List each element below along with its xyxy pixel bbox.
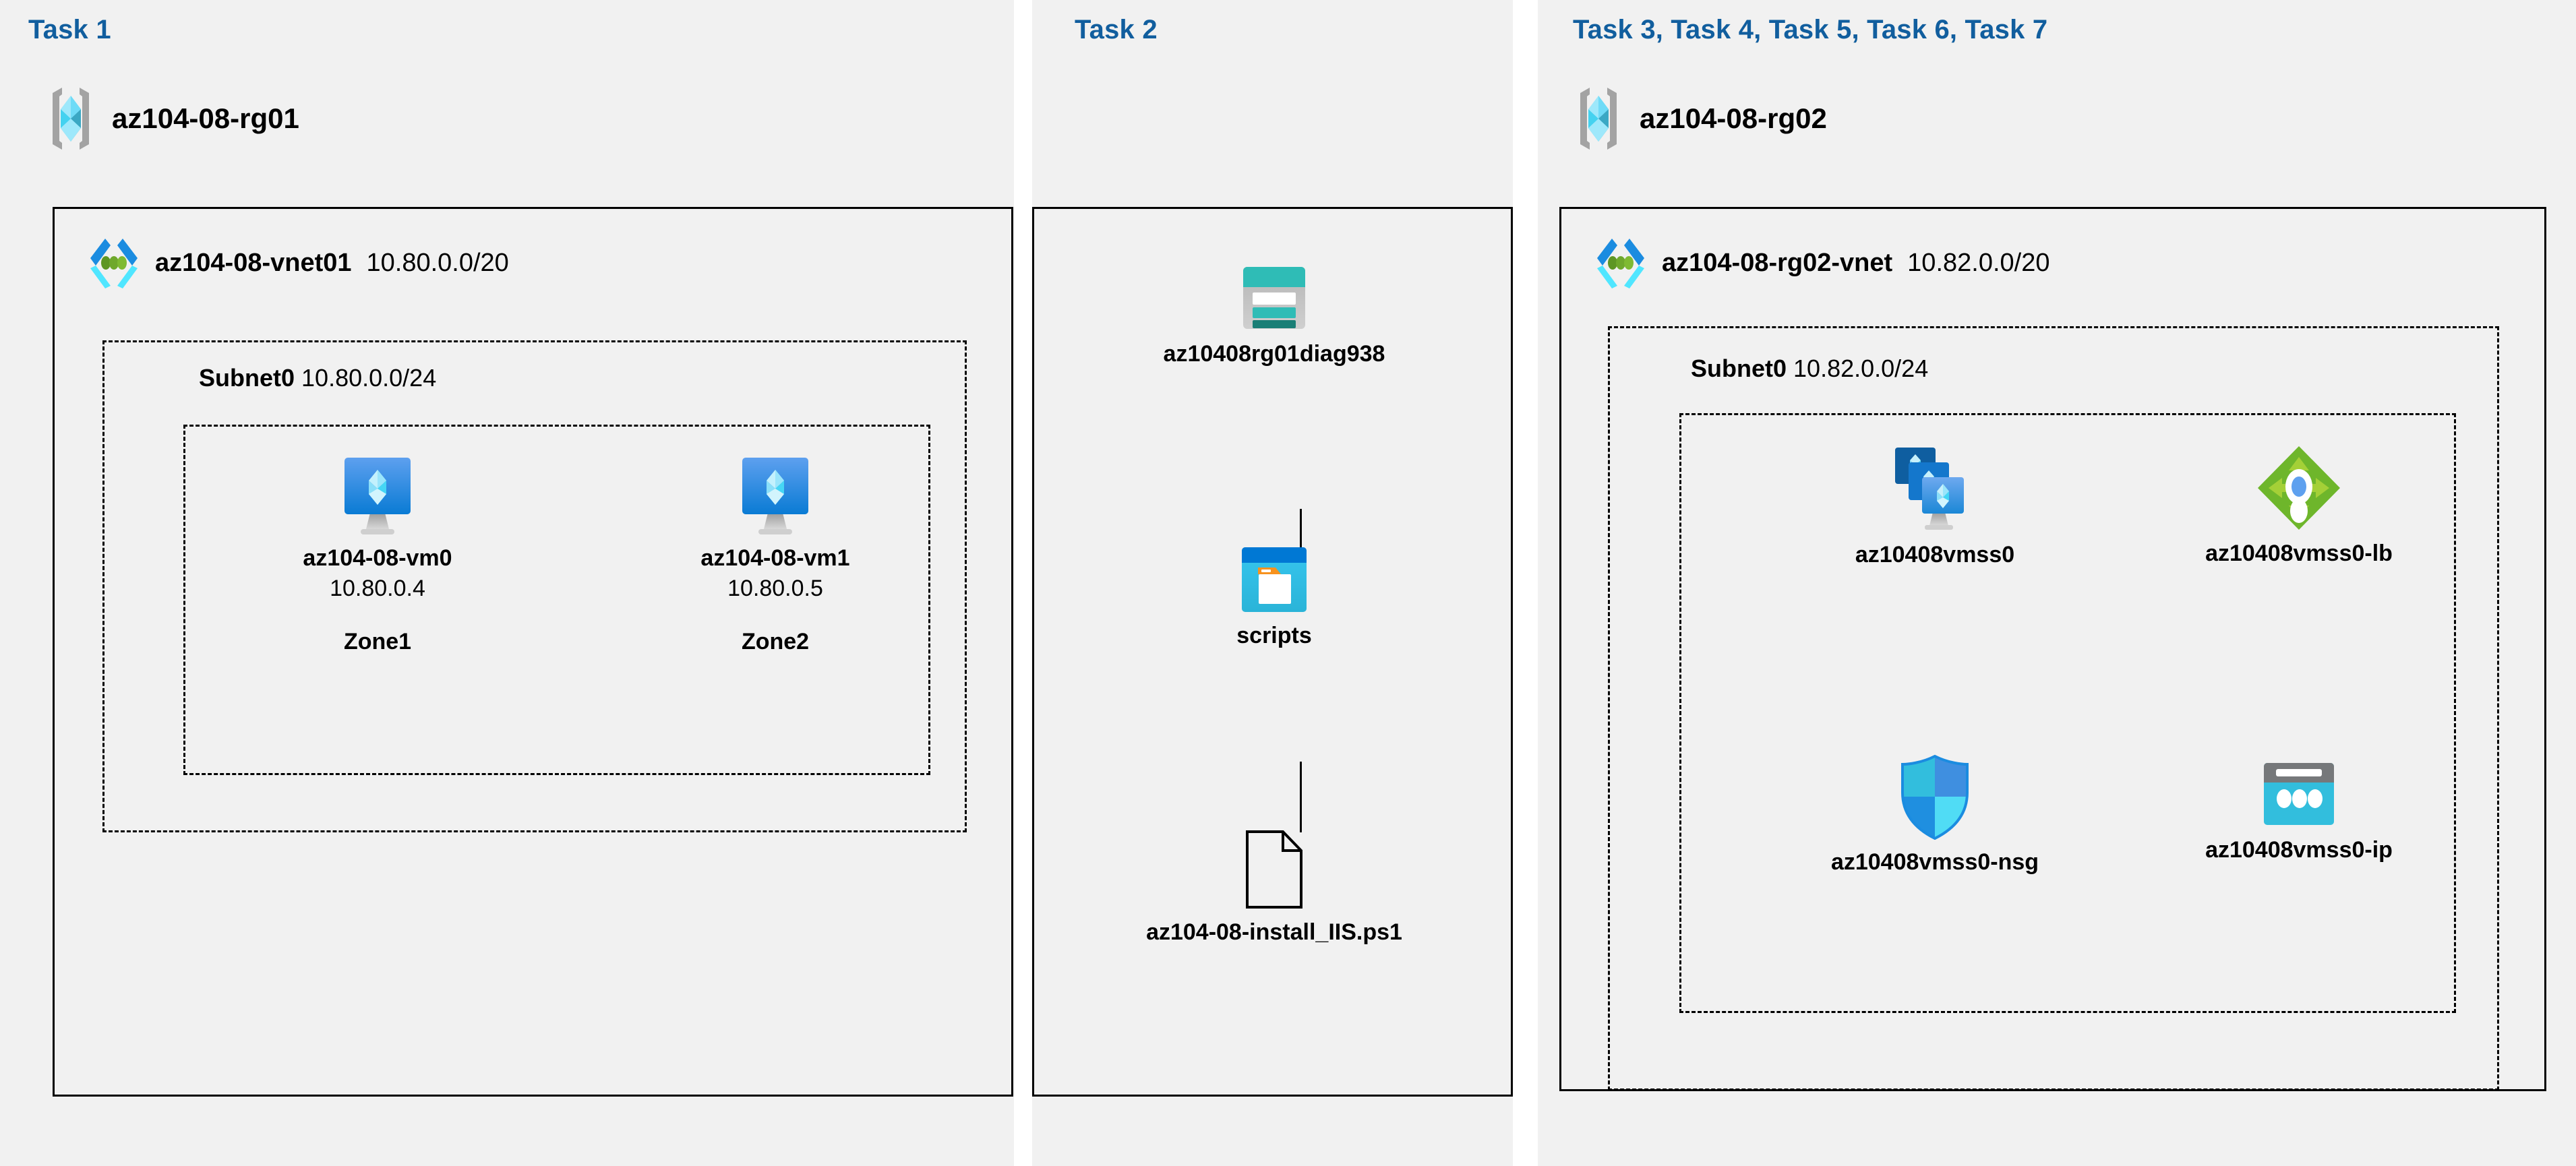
storage-boundary <box>1032 207 1513 1097</box>
virtual-machine-icon <box>738 455 812 536</box>
storage-account-icon <box>1240 263 1308 332</box>
virtual-network-icon <box>88 236 140 290</box>
public-ip-address-icon <box>2263 762 2335 828</box>
storage-to-container-connector <box>1300 509 1302 563</box>
subnet0-label-right: Subnet0 10.82.0.0/24 <box>1691 355 1928 383</box>
task-2-heading: Task 2 <box>1075 15 1158 44</box>
subnet-cidr: 10.80.0.0/24 <box>301 364 437 392</box>
subnet-name: Subnet0 <box>199 364 295 392</box>
subnet-name: Subnet0 <box>1691 355 1787 382</box>
script-file-icon <box>1244 829 1305 910</box>
public-ip-address-node: az10408vmss0-ip <box>2184 762 2414 863</box>
vm-zone: Zone1 <box>343 629 412 654</box>
blob-container-name: scripts <box>1236 623 1312 648</box>
vnet01-header: az104-08-vnet01 10.80.0.0/20 <box>88 236 509 290</box>
resource-group-label: az104-08-rg01 <box>112 102 299 134</box>
script-file-name: az104-08-install_IIS.ps1 <box>1146 919 1402 945</box>
network-security-group-node: az10408vmss0-nsg <box>1820 755 2049 876</box>
script-file-node: az104-08-install_IIS.ps1 <box>1146 829 1402 946</box>
resource-group-icon <box>1575 86 1622 151</box>
subnet-cidr: 10.82.0.0/24 <box>1793 355 1929 382</box>
vm1-node: az104-08-vm1 10.80.0.5 Zone2 <box>681 455 870 655</box>
vm-name: az104-08-vm1 <box>700 545 850 571</box>
vm-ip: 10.80.0.5 <box>727 576 823 601</box>
subnet0-label-left: Subnet0 10.80.0.0/24 <box>199 364 436 392</box>
load-balancer-icon <box>2256 445 2341 531</box>
vm-zone: Zone2 <box>741 629 810 654</box>
vnet-cidr: 10.82.0.0/20 <box>1907 248 2050 277</box>
vnet-name: az104-08-vnet01 <box>155 248 352 277</box>
resource-group-row-rg01: az104-08-rg01 <box>47 86 299 151</box>
resource-group-icon <box>47 86 94 151</box>
vnet-name: az104-08-rg02-vnet <box>1662 248 1893 277</box>
vnet-cidr: 10.80.0.0/20 <box>366 248 509 277</box>
public-ip-address-name: az10408vmss0-ip <box>2205 837 2393 863</box>
vnet01-boundary <box>53 207 1013 1097</box>
vm-scale-set-name: az10408vmss0 <box>1855 542 2015 567</box>
availability-zone-group <box>183 425 930 775</box>
subnet0-boundary-right <box>1608 326 2499 1091</box>
virtual-network-icon <box>1594 236 1647 290</box>
load-balancer-node: az10408vmss0-lb <box>2184 445 2414 567</box>
task-3-7-panel <box>1538 0 2576 1166</box>
load-balancer-name: az10408vmss0-lb <box>2205 541 2393 566</box>
network-security-group-name: az10408vmss0-nsg <box>1830 849 2039 875</box>
virtual-machine-icon <box>340 455 415 536</box>
rg02-vnet-header: az104-08-rg02-vnet 10.82.0.0/20 <box>1594 236 2049 290</box>
vm-scale-set-icon <box>1891 445 1979 532</box>
vm-name: az104-08-vm0 <box>303 545 452 571</box>
task-1-heading: Task 1 <box>28 15 111 44</box>
container-to-file-connector <box>1300 762 1302 832</box>
subnet0-boundary-left <box>102 340 967 832</box>
storage-account-node: az10408rg01diag938 <box>1160 263 1389 367</box>
blob-container-icon <box>1240 546 1308 613</box>
task-1-panel <box>0 0 1014 1166</box>
resource-group-label: az104-08-rg02 <box>1640 102 1827 134</box>
vm0-node: az104-08-vm0 10.80.0.4 Zone1 <box>283 455 472 655</box>
vmss-resources-group <box>1679 413 2456 1013</box>
vm-scale-set-node: az10408vmss0 <box>1820 445 2049 568</box>
network-security-group-icon <box>1898 755 1971 840</box>
resource-group-row-rg02: az104-08-rg02 <box>1575 86 1827 151</box>
blob-container-node: scripts <box>1207 546 1342 649</box>
storage-account-name: az10408rg01diag938 <box>1163 341 1385 367</box>
task-3-7-heading: Task 3, Task 4, Task 5, Task 6, Task 7 <box>1573 15 2048 44</box>
vm-ip: 10.80.0.4 <box>330 576 425 601</box>
